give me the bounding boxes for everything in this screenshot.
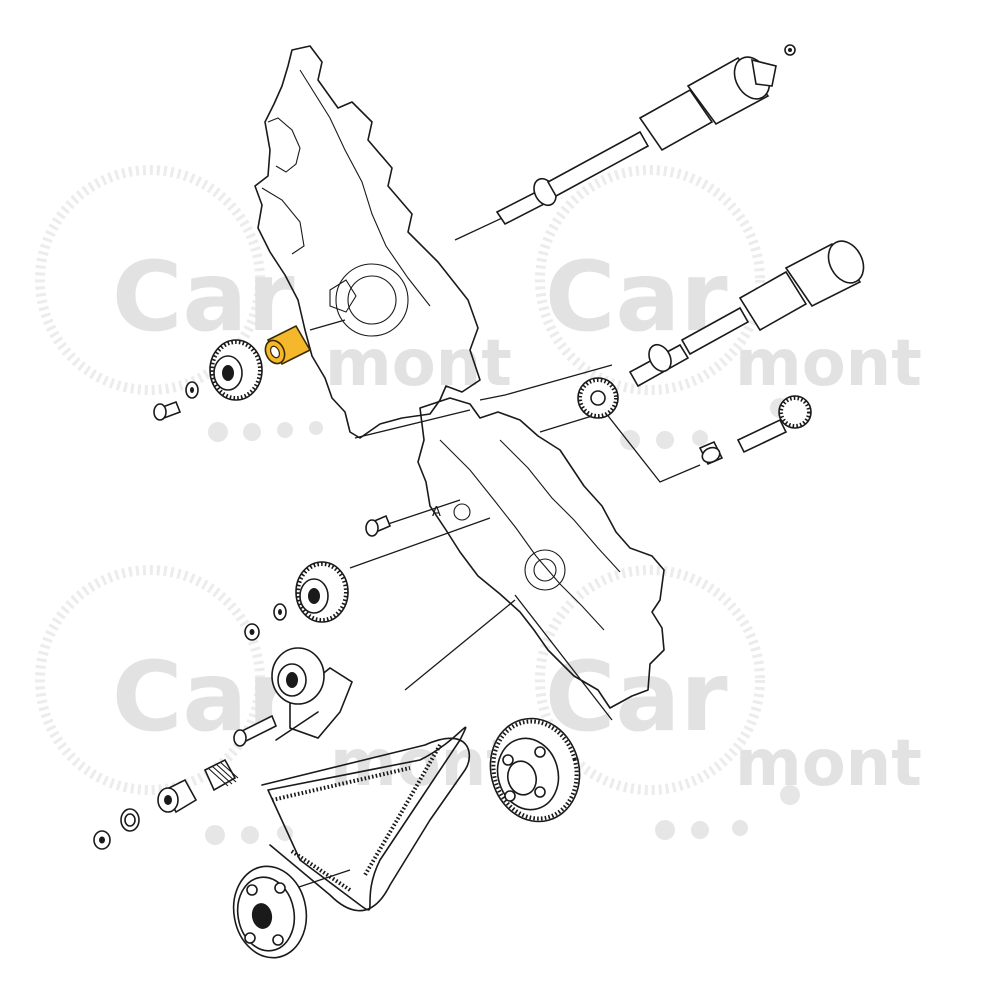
camshaft-lower-flange (827, 240, 865, 284)
leader-lines (289, 204, 701, 891)
watermark-word-mont: mont (330, 727, 517, 801)
leader-belt (404, 599, 516, 691)
bolt-a (365, 514, 392, 537)
watermark-word-car: Car (545, 641, 728, 753)
lower-block-outline (417, 397, 665, 709)
small-gear-right (577, 377, 619, 419)
leader-bushing (309, 319, 346, 331)
engine-block-flange (267, 117, 301, 173)
mid-nut (244, 623, 260, 641)
spring (203, 758, 239, 792)
camshaft-upper-lobe (638, 88, 714, 152)
engine-block: A (254, 45, 665, 709)
tensioner-bolt (233, 714, 278, 747)
lower-block-hole (453, 503, 471, 521)
mid-washer (273, 603, 287, 621)
tensioner-arm (275, 711, 319, 741)
engine-block-boss (329, 279, 357, 313)
timing-belt (261, 726, 471, 912)
timing-belt-outline-outer (261, 737, 471, 912)
leader-pulley (289, 869, 351, 891)
upper-sprocket (209, 339, 263, 401)
watermark-gear-ring (535, 565, 765, 795)
mid-sprocket-bore (308, 588, 320, 604)
bottom-pulley-bore (251, 903, 273, 929)
crank-sprocket-hub (506, 760, 538, 796)
spacer-sleeve (157, 778, 198, 814)
highlighted-bushing (264, 324, 312, 366)
callout-label-a: A (432, 505, 441, 520)
leader-bolt-a (384, 499, 461, 526)
leader-crank-sprocket (514, 594, 613, 721)
watermark-word-car: Car (112, 241, 295, 353)
crank-sprocket (489, 717, 581, 823)
spring-coils (207, 761, 239, 787)
watermark-top-left: Car mont (35, 165, 512, 442)
tensioner-pulley-bore (286, 672, 298, 688)
camshaft-lower-rod (680, 306, 750, 356)
watermark-word-mont: mont (735, 327, 922, 401)
watermark-gear-ring (535, 165, 765, 395)
engine-block-bore-inner (347, 275, 397, 325)
engine-block-outline (254, 45, 481, 439)
upper-bolt (153, 400, 182, 421)
lower-block-ridge-2 (499, 439, 621, 573)
lower-block-ridge (439, 439, 605, 631)
watermark-word-mont: mont (325, 327, 512, 401)
watermark-bottom-right: Car mont (535, 565, 922, 840)
small-nut-top-right (784, 44, 796, 56)
watermark-top-right: Car mont (535, 165, 922, 450)
gear-shaft-rod (736, 418, 788, 454)
bottom-nut (93, 830, 111, 850)
camshaft-upper-tip (751, 58, 777, 87)
timing-belt-teeth (271, 744, 442, 892)
leader-shaft-bushing (539, 411, 701, 483)
crank-sprocket-teeth (491, 719, 579, 821)
upper-sprocket-bore (222, 365, 234, 381)
watermark-word-car: Car (112, 641, 295, 753)
lower-block-port-inner (533, 558, 557, 582)
mid-sprocket-teeth (296, 562, 348, 622)
camshaft-upper-rod (546, 130, 650, 198)
lower-block-port (524, 549, 566, 591)
camshaft-upper (495, 56, 777, 226)
camshaft-lower (628, 240, 865, 388)
gear-shaft-right (736, 395, 812, 454)
leader-upper-sprocket (354, 409, 471, 439)
camshaft-lower-lobe (738, 270, 808, 332)
belt-tensioner (271, 647, 353, 741)
engine-block-flange-2 (261, 187, 305, 255)
shaft-bushing-right (698, 440, 724, 466)
mid-sprocket (295, 561, 349, 623)
camshaft-lower-collar (648, 343, 672, 373)
watermark-word-mont: mont (735, 727, 922, 801)
watermark-gear-ring (35, 565, 265, 795)
seal-ring (120, 808, 140, 832)
upper-sprocket-teeth (210, 340, 262, 400)
engine-block-inner-edge (299, 69, 431, 307)
leader-mid-sprocket (349, 517, 491, 569)
watermark-gear-ring (35, 165, 265, 395)
engine-block-bore (335, 263, 409, 337)
upper-washer (185, 381, 199, 399)
watermark-bottom-left: Car mont (35, 565, 517, 845)
leader-camshaft-lower (479, 364, 613, 401)
bushing-bore (269, 345, 281, 359)
bottom-pulley (232, 865, 308, 959)
